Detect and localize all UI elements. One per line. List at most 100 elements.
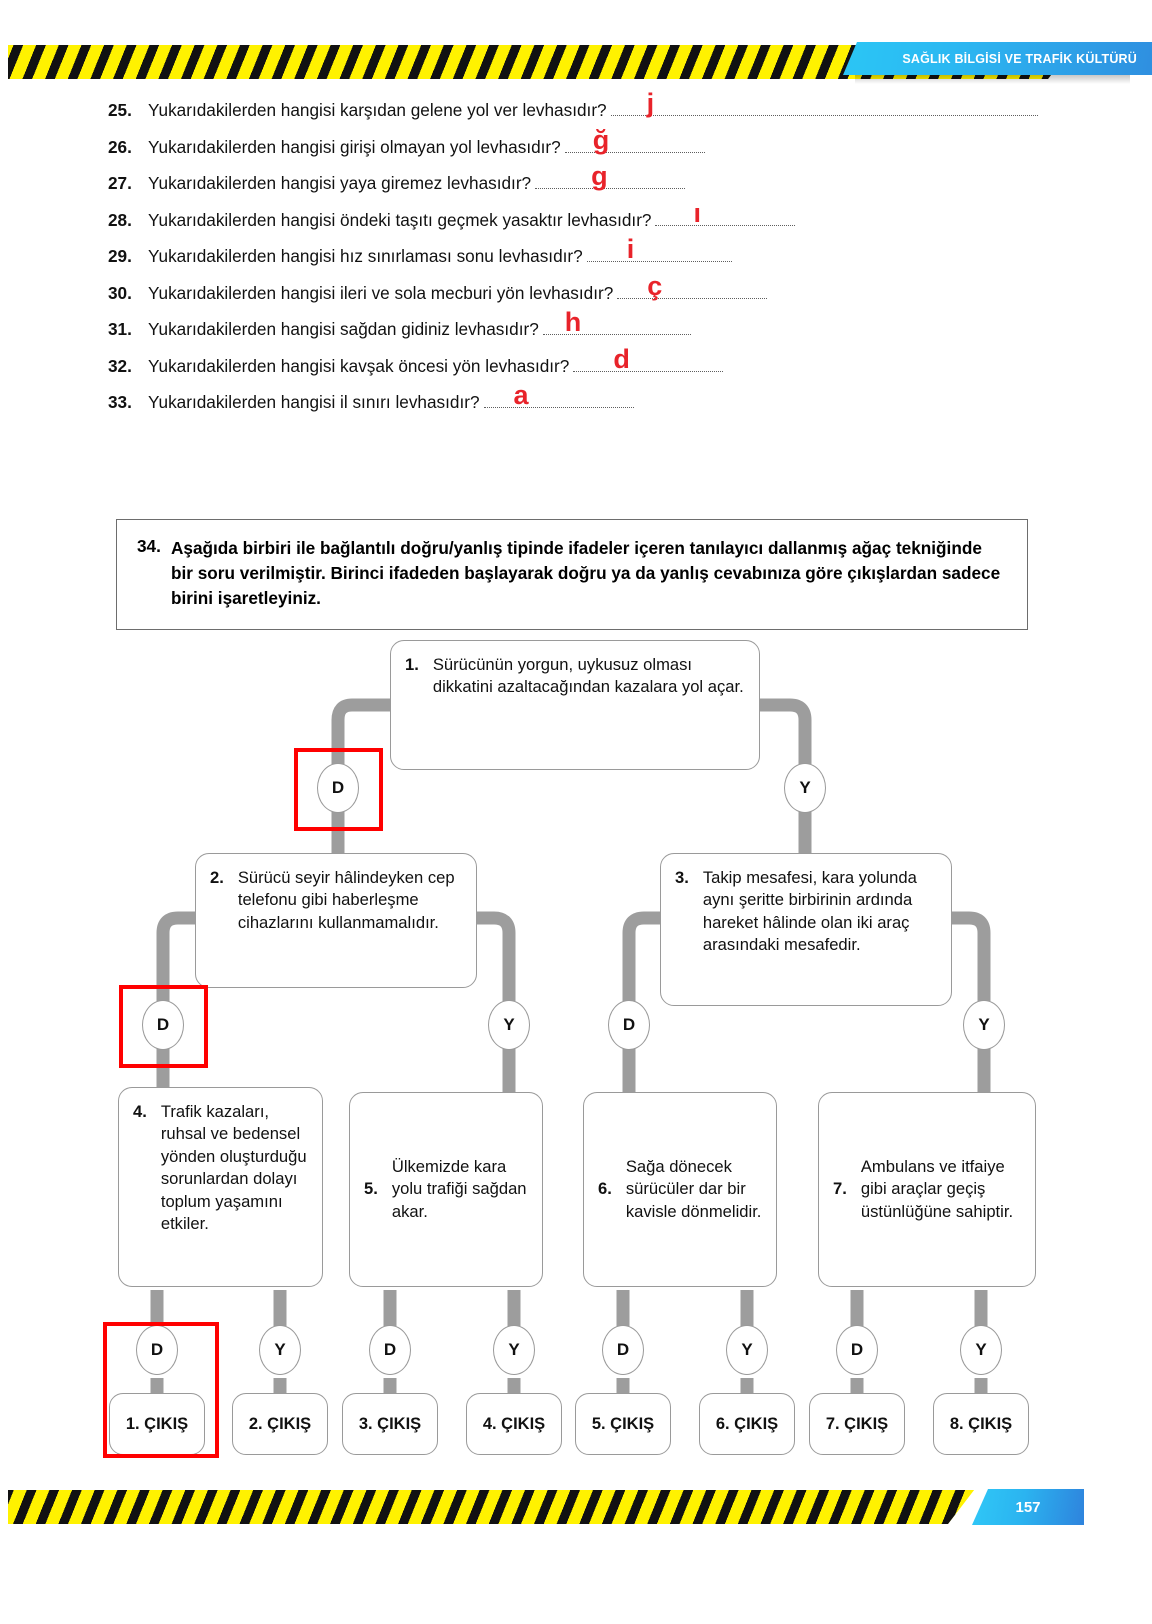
question-number: 30.: [108, 282, 132, 303]
statement-number: 5.: [364, 1179, 378, 1199]
statement-number: 6.: [598, 1179, 612, 1199]
statement-text: Trafik kazaları, ruhsal ve bedensel yönd…: [160, 1102, 307, 1233]
branch-label: D: [622, 1015, 636, 1034]
decision-tree: 1. Sürücünün yorgun, uykusuz olması dikk…: [0, 600, 1152, 1500]
statement-number: 7.: [833, 1179, 847, 1199]
question-text: Yukarıdakilerden hangisi sağdan gidiniz …: [148, 319, 539, 339]
question-row: 27. Yukarıdakilerden hangisi yaya gireme…: [108, 163, 1038, 194]
branch-label: D: [850, 1340, 864, 1359]
question-row: 25. Yukarıdakilerden hangisi karşıdan ge…: [108, 90, 1038, 121]
tree-statement-node-5: 5. Ülkemizde kara yolu trafiği sağdan ak…: [349, 1092, 543, 1287]
branch-circle-level1-y[interactable]: Y: [784, 763, 826, 813]
question-text: Yukarıdakilerden hangisi yaya giremez le…: [148, 173, 532, 193]
exit-box-3[interactable]: 3. ÇIKIŞ: [342, 1393, 438, 1455]
exit-box-7[interactable]: 7. ÇIKIŞ: [809, 1393, 905, 1455]
branch-label: Y: [274, 1340, 286, 1359]
tree-statement-node-6: 6. Sağa dönecek sürücüler dar bir kavisl…: [583, 1092, 777, 1287]
branch-circle-level2-4-y[interactable]: Y: [963, 1000, 1005, 1050]
answer-dotted-line[interactable]: ç: [617, 272, 768, 299]
hazard-stripes-icon: [8, 1490, 974, 1524]
branch-circle-level3-6-y[interactable]: Y: [726, 1325, 768, 1375]
exit-label: 3. ÇIKIŞ: [358, 1414, 422, 1433]
branch-label: D: [383, 1340, 397, 1359]
exit-label: 7. ÇIKIŞ: [825, 1414, 889, 1433]
branch-label: Y: [978, 1015, 990, 1034]
answer-dotted-line[interactable]: d: [573, 345, 724, 372]
question-row: 31. Yukarıdakilerden hangisi sağdan gidi…: [108, 309, 1038, 340]
branch-circle-level1-d[interactable]: D: [317, 763, 359, 813]
question-text: Yukarıdakilerden hangisi kavşak öncesi y…: [148, 355, 570, 376]
answer-letter: ç: [647, 270, 663, 301]
branch-circle-level3-5-d[interactable]: D: [602, 1325, 644, 1375]
answer-letter: ı: [693, 197, 701, 228]
exit-label: 1. ÇIKIŞ: [125, 1414, 189, 1433]
statement-text: Ülkemizde kara yolu trafiği sağdan akar.: [391, 1156, 527, 1221]
exit-box-2[interactable]: 2. ÇIKIŞ: [232, 1393, 328, 1455]
statement-number: 2.: [210, 868, 224, 887]
answer-letter: i: [626, 234, 635, 264]
branch-circle-level3-4-y[interactable]: Y: [493, 1325, 535, 1375]
question-row: 32. Yukarıdakilerden hangisi kavşak önce…: [108, 345, 1038, 377]
exit-label: 4. ÇIKIŞ: [482, 1414, 546, 1433]
answer-letter: a: [513, 380, 529, 410]
exit-box-4[interactable]: 4. ÇIKIŞ: [466, 1393, 562, 1455]
statement-text: Sağa dönecek sürücüler dar bir kavisle d…: [625, 1156, 762, 1221]
branch-circle-level3-2-y[interactable]: Y: [259, 1325, 301, 1375]
branch-circle-level3-8-y[interactable]: Y: [960, 1325, 1002, 1375]
tree-statement-node-2: 2. Sürücü seyir hâlindeyken cep telefonu…: [195, 853, 477, 988]
answer-dotted-line[interactable]: ğ: [564, 126, 705, 153]
exit-box-8[interactable]: 8. ÇIKIŞ: [933, 1393, 1029, 1455]
branch-circle-level3-1-d[interactable]: D: [136, 1325, 178, 1375]
question-row: 26. Yukarıdakilerden hangisi girişi olma…: [108, 126, 1038, 158]
branch-label: D: [150, 1340, 164, 1359]
branch-circle-level2-2-y[interactable]: Y: [488, 1000, 530, 1050]
question-row: 30. Yukarıdakilerden hangisi ileri ve so…: [108, 272, 1038, 304]
answer-letter: g: [591, 161, 608, 191]
question-number: 28.: [108, 209, 132, 230]
branch-circle-level2-1-d[interactable]: D: [142, 1000, 184, 1050]
chapter-title-text: SAĞLIK BİLGİSİ VE TRAFİK KÜLTÜRÜ: [902, 51, 1137, 66]
answer-dotted-line[interactable]: ı: [655, 199, 796, 226]
question-number: 26.: [108, 136, 132, 157]
branch-label: D: [156, 1015, 170, 1034]
branch-label: Y: [975, 1340, 987, 1359]
branch-label: Y: [741, 1340, 753, 1359]
branch-circle-level3-3-d[interactable]: D: [369, 1325, 411, 1375]
instruction-box: 34. Aşağıda birbiri ile bağlantılı doğru…: [116, 519, 1028, 631]
exit-box-1[interactable]: 1. ÇIKIŞ: [109, 1393, 205, 1455]
exit-box-5[interactable]: 5. ÇIKIŞ: [575, 1393, 671, 1455]
question-row: 29. Yukarıdakilerden hangisi hız sınırla…: [108, 236, 1038, 267]
question-text: Yukarıdakilerden hangisi il sınırı levha…: [148, 392, 480, 412]
answer-dotted-line[interactable]: i: [586, 236, 732, 263]
question-text: Yukarıdakilerden hangisi ileri ve sola m…: [148, 282, 614, 303]
statement-number: 3.: [675, 868, 689, 887]
question-text: Yukarıdakilerden hangisi karşıdan gelene…: [148, 100, 607, 120]
answer-dotted-line[interactable]: a: [483, 382, 634, 409]
hazard-tape-bottom: [8, 1490, 974, 1524]
exit-box-6[interactable]: 6. ÇIKIŞ: [699, 1393, 795, 1455]
question-number: 25.: [108, 100, 132, 120]
question-row: 28. Yukarıdakilerden hangisi öndeki taşı…: [108, 199, 1038, 231]
question-text: Yukarıdakilerden hangisi öndeki taşıtı g…: [148, 209, 652, 230]
answer-dotted-line[interactable]: j: [610, 90, 1038, 117]
answer-dotted-line[interactable]: h: [542, 309, 691, 336]
exit-label: 8. ÇIKIŞ: [949, 1414, 1013, 1433]
answer-dotted-line[interactable]: g: [535, 163, 686, 190]
page-number-text: 157: [1015, 1498, 1041, 1516]
statement-text: Ambulans ve itfaiye gibi araçlar geçiş ü…: [860, 1156, 1014, 1221]
branch-circle-level3-7-d[interactable]: D: [836, 1325, 878, 1375]
statement-number: 1.: [405, 655, 419, 674]
tree-statement-node-3: 3. Takip mesafesi, kara yolunda aynı şer…: [660, 853, 952, 1006]
statement-number: 4.: [133, 1102, 147, 1121]
tree-statement-node-4: 4. Trafik kazaları, ruhsal ve bedensel y…: [118, 1087, 323, 1287]
answer-letter: h: [564, 307, 582, 337]
statement-text: Sürücü seyir hâlindeyken cep telefonu gi…: [237, 868, 455, 932]
branch-circle-level2-3-d[interactable]: D: [608, 1000, 650, 1050]
exit-label: 5. ÇIKIŞ: [591, 1414, 655, 1433]
exit-label: 6. ÇIKIŞ: [715, 1414, 779, 1433]
branch-label: Y: [508, 1340, 520, 1359]
question-number: 33.: [108, 392, 132, 412]
exit-label: 2. ÇIKIŞ: [248, 1414, 312, 1433]
branch-label: Y: [503, 1015, 515, 1034]
